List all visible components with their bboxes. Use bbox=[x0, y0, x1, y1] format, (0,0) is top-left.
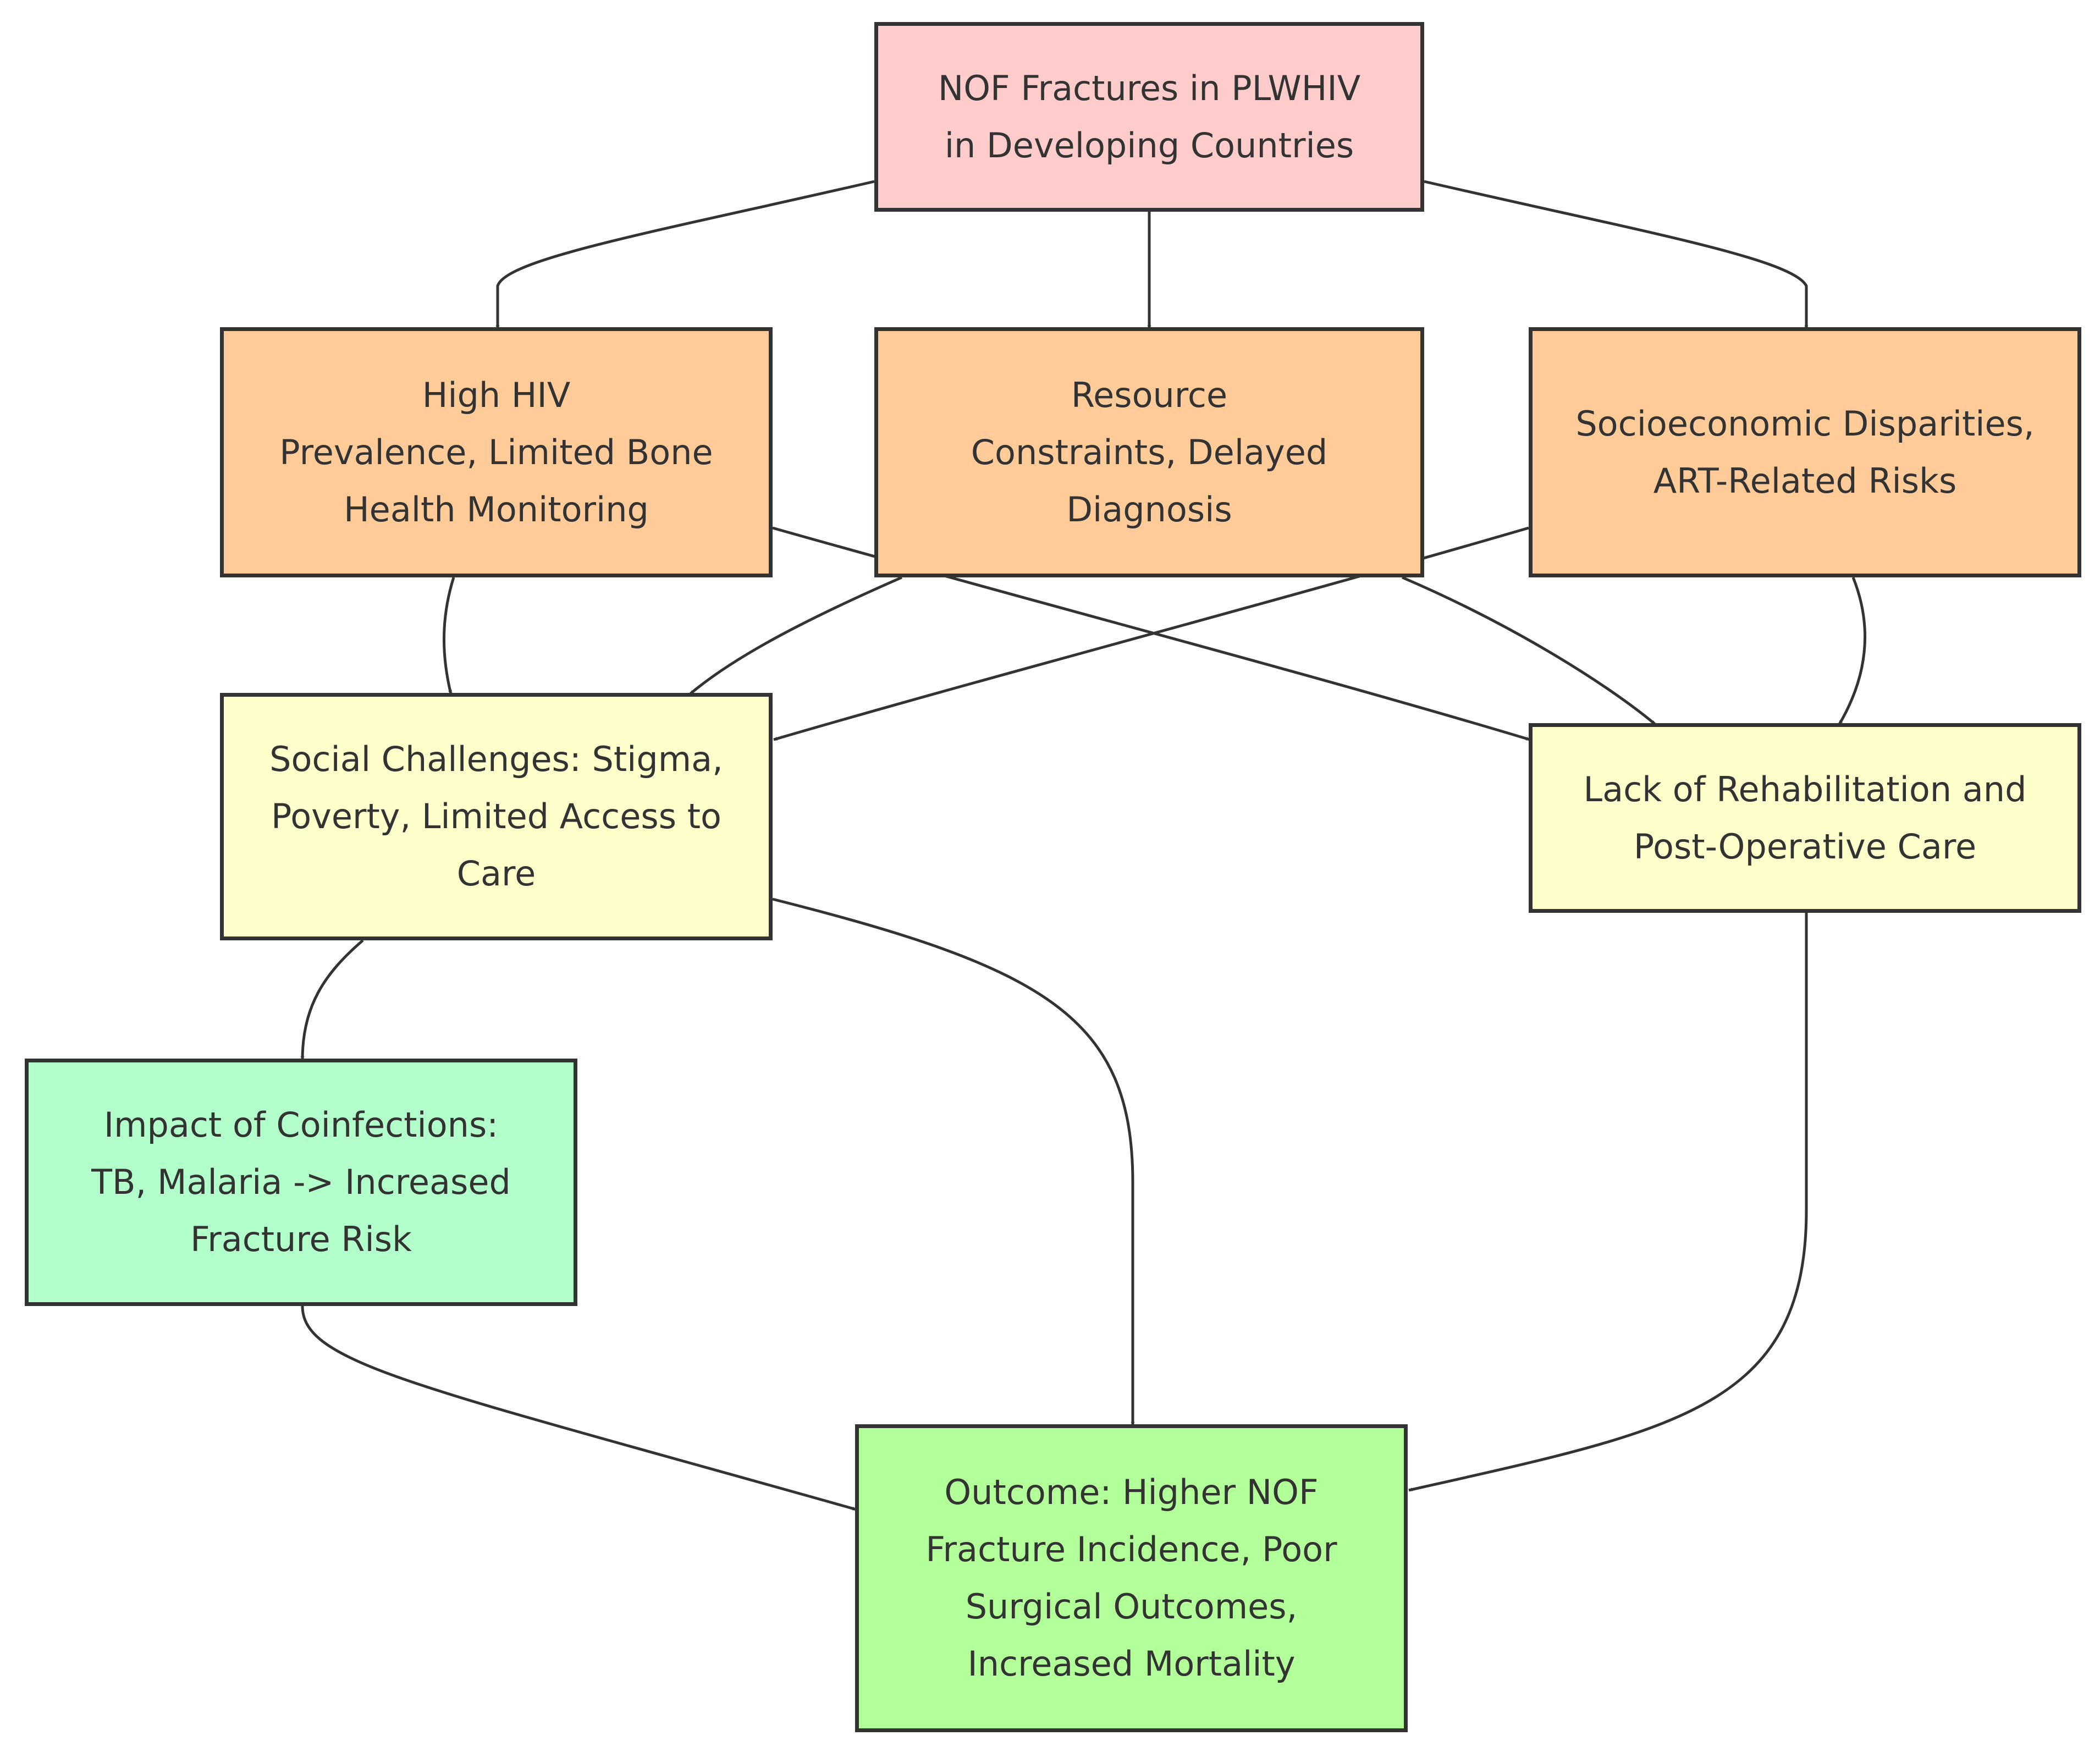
node-nof-fractures-plwhiv: NOF Fractures in PLWHIV in Developing Co… bbox=[874, 22, 1424, 212]
edge-resource-to-social bbox=[689, 576, 903, 695]
node-impact-of-coinfections-label: Impact of Coinfections: TB, Malaria -> I… bbox=[91, 1105, 511, 1259]
node-high-hiv-prevalence-label: High HIV Prevalence, Limited Bone Health… bbox=[279, 374, 713, 530]
edge-root-to-high-hiv bbox=[495, 180, 875, 329]
node-social-challenges-label: Social Challenges: Stigma, Poverty, Limi… bbox=[269, 739, 723, 894]
edge-high-hiv-to-social bbox=[443, 577, 455, 695]
node-lack-of-rehabilitation: Lack of Rehabilitation and Post-Operativ… bbox=[1529, 723, 2081, 913]
edge-social-to-outcome bbox=[772, 897, 1135, 1426]
node-socioeconomic-disparities: Socioeconomic Disparities, ART-Related R… bbox=[1529, 327, 2081, 577]
node-outcome-label: Outcome: Higher NOF Fracture Incidence, … bbox=[925, 1472, 1337, 1684]
edge-social-to-coinfection bbox=[300, 939, 364, 1060]
node-lack-of-rehabilitation-label: Lack of Rehabilitation and Post-Operativ… bbox=[1583, 769, 2027, 867]
edge-socioeconomic-to-rehab bbox=[1838, 577, 1867, 725]
node-nof-fractures-plwhiv-label: NOF Fractures in PLWHIV in Developing Co… bbox=[938, 68, 1361, 166]
edge-root-to-socioeconomic bbox=[1424, 180, 1809, 329]
node-high-hiv-prevalence: High HIV Prevalence, Limited Bone Health… bbox=[220, 327, 773, 577]
node-outcome: Outcome: Higher NOF Fracture Incidence, … bbox=[855, 1424, 1408, 1732]
node-impact-of-coinfections: Impact of Coinfections: TB, Malaria -> I… bbox=[25, 1059, 577, 1306]
edge-rehab-to-outcome bbox=[1408, 913, 1808, 1492]
node-socioeconomic-disparities-label: Socioeconomic Disparities, ART-Related R… bbox=[1575, 403, 2035, 501]
edge-coinfection-to-outcome bbox=[301, 1305, 857, 1511]
node-resource-constraints: Resource Constraints, Delayed Diagnosis bbox=[874, 327, 1424, 577]
edge-resource-to-rehab bbox=[1402, 576, 1656, 725]
node-resource-constraints-label: Resource Constraints, Delayed Diagnosis bbox=[971, 374, 1328, 530]
node-social-challenges: Social Challenges: Stigma, Poverty, Limi… bbox=[220, 693, 773, 940]
